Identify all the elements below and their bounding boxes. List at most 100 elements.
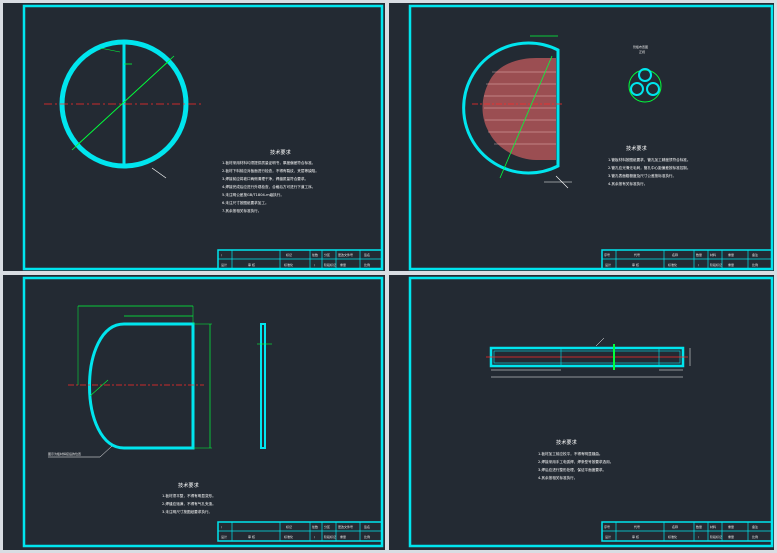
section-mark-diagonal [555,175,569,189]
sheet-2-note-1: 1.管板材料按图纸要求，管孔加工精度须符合标准。 [608,157,691,162]
title-block-cell: 设计 [221,534,227,539]
thickness-leader [99,47,121,53]
title-block-cell: 更改文件号 [338,252,353,257]
title-block-cell: / [221,525,223,529]
title-block-cell: / [698,263,700,267]
title-block-cell: 备注 [752,524,758,529]
title-block-border [217,249,383,270]
title-block-cell: 处数 [312,252,318,257]
sheet-2-notes-title: 技术要求 [626,144,648,152]
sheet-3: 图示为板材焊接后的位置 技术要求 1.板材须平整，不得有明显变形。 2.焊缝应饱… [3,275,385,550]
title-block-cell: 签名 [364,252,370,257]
title-block-cell: 序号 [604,524,610,529]
title-block-cell: 阶段标记 [324,262,336,267]
title-block-cell: 标准化 [668,534,677,539]
title-block-cell: 审 核 [632,534,639,539]
title-block-cell: / [221,253,223,257]
sheet-3-notes-title: 技术要求 [178,481,200,489]
tube-sheet-outline [462,41,560,175]
title-block-cell: 重量 [728,252,734,257]
sheet-1-background [3,3,385,271]
title-block-cell: 数量 [696,524,702,529]
sheet-4-note-1: 1.板材加工前应校平，不得有明显翘曲。 [538,451,603,456]
title-block-cell: 更改文件号 [338,524,353,529]
sheet-3-note-1: 1.板材须平整，不得有明显变形。 [162,493,216,498]
title-block-cell: 标准化 [284,534,293,539]
sheet-1-note-5: 5.未注明公差按GB/T1804-m级执行。 [222,192,284,197]
title-block-cell: 设计 [605,534,611,539]
part-leader [151,167,167,179]
title-block-cell: 名称 [672,252,678,257]
sheet-2-note-4: 4.其余按有关标准执行。 [608,181,647,186]
title-block-cell: 数量 [696,252,702,257]
title-block-cell: 阶段标记 [710,534,722,539]
sheet-4-title-block: 序号 代号 名称 数量 材料 重量 备注 设计 审 核 标准化 / 阶段标记 重… [601,521,773,542]
sheet-4-notes-title: 技术要求 [556,438,578,446]
sheet-1-frame [22,4,384,271]
title-block-cell: 标记 [286,524,292,529]
title-block-cell: 重量 [340,534,346,539]
sheet-4: 技术要求 1.板材加工前应校平，不得有明显翘曲。 2.焊接采用手工电弧焊，焊条型… [389,275,774,550]
title-block-cell: 处数 [312,524,318,529]
detail-hole [646,82,660,96]
title-block-cell: 审 核 [632,262,639,267]
tube-pitch-detail [628,68,662,103]
sheet-1-note-7: 7.其余按相关标准执行。 [222,208,261,213]
title-block-cell: 设计 [605,262,611,267]
title-block-cell: 比例 [364,262,370,267]
sheet-1-notes-title: 技术要求 [270,148,292,156]
tube-sheet-diameter-dim [499,55,553,179]
title-block-cell: 序号 [604,252,610,257]
plate-side-view [260,323,266,449]
radius-leader [89,379,109,397]
title-block-cell: 代号 [634,524,640,529]
sheet-1-title-block: / 标记 处数 分区 更改文件号 签名 设计 审 核 标准化 / 阶段标记 重量… [217,249,383,270]
sheet-3-notes: 技术要求 1.板材须平整，不得有明显变形。 2.焊缝应饱满，不得有气孔夹渣。 3… [162,481,216,514]
detail-hole [638,68,652,82]
d-shaped-plate [88,322,195,450]
title-block-cell: 重量 [728,262,734,267]
sheet-3-frame [22,276,384,548]
title-block-cell: 比例 [752,262,758,267]
sheet-3-note-2: 2.焊缝应饱满，不得有气孔夹渣。 [162,501,216,506]
sheet-1-note-3: 3.焊接前应将坡口两侧清理干净，焊缝质量符合要求。 [222,176,308,181]
title-block-cell: 标准化 [284,262,293,267]
title-block-cell: 阶段标记 [710,262,722,267]
title-block-cell: 分区 [324,252,330,257]
sheet-4-frame [408,276,774,548]
sheet-2-notes: 技术要求 1.管板材料按图纸要求，管孔加工精度须符合标准。 2.管孔应光滑无毛刺… [608,144,691,186]
title-block-cell: 名称 [672,524,678,529]
title-block-cell: 签名 [364,524,370,529]
sheet-2-title-block: 序号 代号 名称 数量 材料 重量 备注 设计 审 核 标准化 / 阶段标记 重… [601,249,773,270]
sheet-2-note-2: 2.管孔应光滑无毛刺，管孔中心距偏差按标准控制。 [608,165,691,170]
sheet-4-background [389,275,774,550]
sheet-4-note-2: 2.焊接采用手工电弧焊，焊条型号按要求选用。 [538,459,613,464]
title-block-cell: 阶段标记 [324,534,336,539]
sheet-1: 技术要求 1.板材采用材料均须提供质量证明书，厚度偏差符合标准。 2.板材下料前… [3,3,385,271]
title-block-cell: 设计 [221,262,227,267]
detail-view-label: 管板布置图 [633,44,648,49]
sheet-2: 管板布置图 正视 技术要求 1.管板材料按图纸要求，管孔加工精度须符合标准。 2… [389,3,774,271]
title-block-cell: 标准化 [668,262,677,267]
callout-leader [99,445,113,458]
title-block-cell: 重量 [728,534,734,539]
title-block-cell: / [698,535,700,539]
detail-view-sublabel: 正视 [639,49,645,54]
sheet-1-note-2: 2.板材下料前应对板面进行检查，不得有裂纹、夹层等缺陷。 [222,168,319,173]
diameter-dimension-inner [75,59,171,147]
title-block-cell: 代号 [634,252,640,257]
sheet-2-frame [408,4,774,271]
title-block-border [601,521,773,542]
title-block-cell: / [314,263,316,267]
title-block-cell: 分区 [324,524,330,529]
sheet-4-note-3: 3.焊后应进行整形处理，保证平面度要求。 [538,467,606,472]
sheet-1-notes: 技术要求 1.板材采用材料均须提供质量证明书，厚度偏差符合标准。 2.板材下料前… [222,148,319,213]
title-block-cell: 备注 [752,252,758,257]
title-block-cell: 重量 [728,524,734,529]
title-block-border [601,249,773,270]
weld-position-callout: 图示为板材焊接后的位置 [48,451,81,456]
title-block-cell: / [314,535,316,539]
title-block-border [217,521,383,542]
sheet-4-note-4: 4.其余按相关标准执行。 [538,475,577,480]
